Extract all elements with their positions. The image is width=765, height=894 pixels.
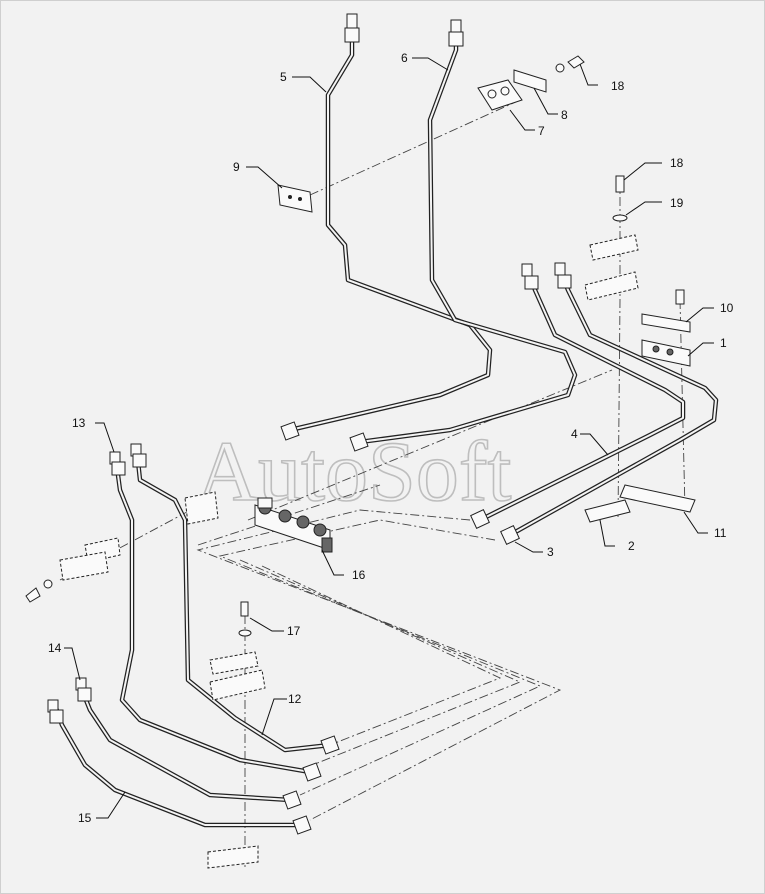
washer-17: [238, 629, 252, 637]
callout-11: 11: [714, 526, 727, 540]
plate-11: [619, 484, 696, 513]
pipe-5: [287, 32, 493, 433]
bolt-18-a: [567, 55, 585, 69]
callout-13: 13: [72, 416, 86, 430]
pipe-4: [477, 267, 686, 523]
washer-left: [43, 579, 53, 589]
plate-10: [641, 313, 691, 333]
callout-14: 14: [48, 641, 62, 655]
bolt-left: [25, 587, 41, 603]
fitting-14-nut: [77, 687, 92, 702]
callout-5: 5: [280, 70, 287, 84]
fitting-5-nut: [344, 27, 360, 43]
manifold-16: [254, 497, 333, 553]
callout-labels: 5 6 18 8 7 9 18 19 10 1 13 4 3 2 11 16 1…: [48, 51, 734, 825]
fitting-12-nut: [132, 453, 147, 468]
fitting-5-end: [280, 421, 300, 441]
bolt-18-b: [615, 175, 625, 193]
pipe-14: [79, 687, 293, 803]
clamp-dashed-f: [209, 651, 259, 675]
callout-18-right: 18: [670, 156, 684, 170]
plate-8: [513, 69, 547, 93]
callout-4: 4: [571, 427, 578, 441]
fitting-4-top: [521, 263, 533, 277]
callout-9: 9: [233, 160, 240, 174]
callout-12: 12: [288, 692, 302, 706]
callout-6: 6: [401, 51, 408, 65]
fitting-13-nut: [111, 461, 126, 476]
clamp-7: [477, 79, 523, 111]
fitting-12-end: [320, 735, 340, 755]
callout-7: 7: [538, 124, 545, 138]
clamp-dashed-b: [584, 271, 639, 301]
fitting-4-nut: [524, 275, 539, 290]
bolt-17: [240, 601, 249, 617]
callout-8: 8: [561, 108, 568, 122]
clamp-dashed-a: [589, 234, 639, 261]
fitting-4-end: [470, 509, 490, 529]
pipe-13: [113, 457, 313, 775]
washer-18-a: [555, 63, 565, 73]
callout-16: 16: [352, 568, 366, 582]
fitting-15-end: [292, 815, 312, 835]
clamp-dashed-c: [184, 491, 219, 525]
fitting-3-nut: [557, 274, 572, 289]
fitting-6-end: [349, 432, 369, 452]
fitting-3-end: [500, 525, 520, 545]
fitting-6-top: [450, 19, 462, 33]
plate-9: [277, 184, 313, 213]
pipe-3: [507, 267, 719, 538]
pipe-6: [357, 27, 578, 445]
plate-2: [584, 499, 631, 523]
clamp-dashed-h: [207, 845, 259, 869]
washer-19: [612, 214, 628, 222]
hardware: [25, 55, 696, 869]
clamp-dashed-e: [59, 551, 109, 581]
callout-18-top: 18: [611, 79, 625, 93]
clamp-7-hole: [487, 89, 497, 99]
clamp-dashed-g: [209, 669, 266, 701]
fitting-5-top: [346, 13, 358, 29]
callout-15: 15: [78, 811, 92, 825]
callout-17: 17: [287, 624, 301, 638]
pipe-12: [134, 449, 333, 753]
bolt-10: [675, 289, 685, 305]
callout-19: 19: [670, 196, 684, 210]
fitting-6-nut: [448, 31, 464, 47]
fitting-3-top: [554, 262, 566, 276]
callout-10: 10: [720, 301, 734, 315]
callout-3: 3: [547, 545, 554, 559]
fittings: [47, 13, 572, 835]
fitting-15-nut: [49, 709, 64, 724]
fitting-13-end: [302, 762, 322, 782]
leader-lines: [64, 57, 714, 819]
callout-2: 2: [628, 539, 635, 553]
callout-1: 1: [720, 336, 727, 350]
fitting-14-end: [282, 790, 302, 810]
